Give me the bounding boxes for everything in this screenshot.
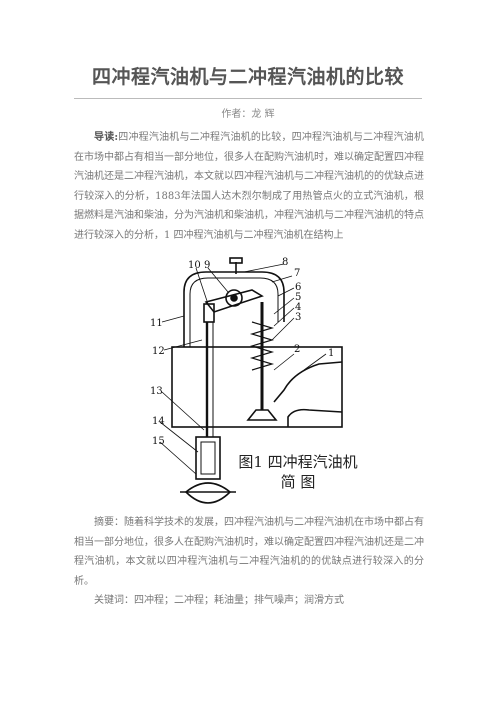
part-number-13: 13	[150, 386, 163, 397]
exhaust-port-upper	[273, 361, 343, 403]
part-number-4: 4	[295, 302, 301, 313]
part-number-11: 11	[150, 318, 163, 329]
part-number-12: 12	[152, 346, 165, 357]
part-number-7: 7	[294, 268, 300, 279]
adjusting-screw	[203, 303, 215, 323]
author-line: 作者：龙 辉	[221, 109, 275, 120]
valve-cover-inner	[189, 277, 279, 347]
title-divider	[74, 98, 422, 99]
valve-spring	[249, 321, 275, 371]
document-title: 四冲程汽油机与二冲程汽油机的比较	[91, 66, 404, 88]
valve-head	[246, 409, 278, 421]
part-number-9: 9	[204, 260, 210, 271]
valve-cover	[183, 271, 285, 347]
figure-caption: 图1 四冲程汽油机 简 图	[228, 452, 368, 492]
keywords-line: 关键词：四冲程；二冲程；耗油量；排气噪声；润滑方式	[94, 595, 344, 606]
part-number-6: 6	[295, 282, 301, 293]
tappet-inner	[200, 441, 216, 475]
tappet	[195, 436, 221, 480]
intro-paragraph: 导读:四冲程汽油机与二冲程汽油机的比较，四冲程汽油机与二冲程汽油机在市场中都占有…	[74, 128, 424, 245]
figure-caption-line-1: 图1 四冲程汽油机	[238, 453, 358, 471]
part-number-2: 2	[294, 344, 300, 355]
engine-diagram-svg: 1 2 3 4 5 6 7 8 9 10 11 12 13 14 15	[150, 257, 343, 504]
intro-text: 四冲程汽油机与二冲程汽油机的比较，四冲程汽油机与二冲程汽油机在市场中都占有相当一…	[74, 132, 424, 241]
intro-label: 导读:	[94, 132, 119, 143]
part-number-1: 1	[328, 348, 334, 359]
part-number-15: 15	[152, 436, 165, 447]
part-number-8: 8	[282, 257, 288, 268]
figure-caption-line-2: 简 图	[280, 473, 316, 491]
abstract-text: 摘要：随着科学技术的发展，四冲程汽油机与二冲程汽油机在市场中都占有相当一部分地位…	[74, 517, 424, 587]
cam-lobe	[184, 482, 232, 504]
rocker-shaft	[225, 289, 243, 307]
part-number-3: 3	[295, 312, 301, 323]
part-number-5: 5	[295, 292, 301, 303]
engine-diagram: 1 2 3 4 5 6 7 8 9 10 11 12 13 14 15	[144, 252, 364, 512]
rocker-shaft-center	[230, 294, 238, 302]
exhaust-port-lower	[287, 408, 343, 427]
part-number-10: 10	[188, 260, 201, 271]
abstract-paragraph: 摘要：随着科学技术的发展，四冲程汽油机与二冲程汽油机在市场中都占有相当一部分地位…	[74, 513, 424, 591]
part-number-14: 14	[152, 416, 165, 427]
cover-bolt-head	[229, 257, 243, 264]
